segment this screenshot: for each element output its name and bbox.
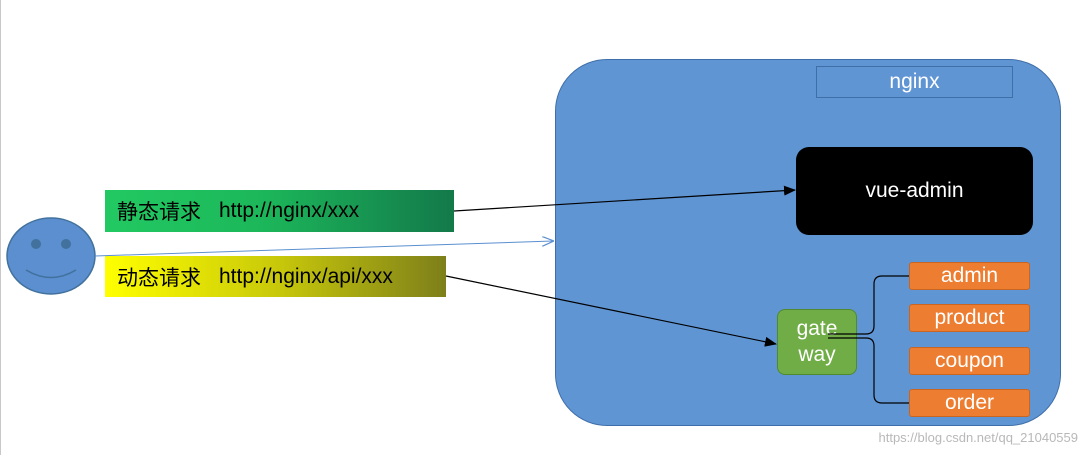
service-coupon: coupon bbox=[909, 347, 1030, 375]
dynamic-request-kind: 动态请求 bbox=[117, 266, 201, 290]
service-admin: admin bbox=[909, 262, 1030, 290]
vue-admin-box: vue-admin bbox=[796, 147, 1033, 235]
left-border bbox=[0, 0, 1, 455]
dynamic-request-url: http://nginx/api/xxx bbox=[219, 264, 393, 288]
gateway-service-connectors bbox=[828, 275, 909, 404]
static-request-label: 静态请求 http://nginx/xxx bbox=[105, 190, 454, 232]
service-product: product bbox=[909, 304, 1030, 332]
gateway-label-line2: way bbox=[798, 343, 836, 366]
gateway-box: gate way bbox=[777, 309, 857, 375]
nginx-title: nginx bbox=[816, 66, 1013, 98]
static-request-url: http://nginx/xxx bbox=[219, 199, 360, 222]
face-to-nginx-arrow bbox=[94, 241, 553, 257]
dynamic-request-arrow bbox=[445, 275, 777, 347]
dynamic-request-label: 动态请求 http://nginx/api/xxx bbox=[105, 256, 446, 297]
smiley-face-icon bbox=[6, 217, 96, 295]
static-request-kind: 静态请求 bbox=[117, 201, 201, 224]
watermark-text: https://blog.csdn.net/qq_21040559 bbox=[878, 430, 1079, 445]
static-request-arrow bbox=[453, 185, 796, 212]
gateway-label-line1: gate bbox=[796, 317, 838, 340]
service-order: order bbox=[909, 389, 1030, 417]
